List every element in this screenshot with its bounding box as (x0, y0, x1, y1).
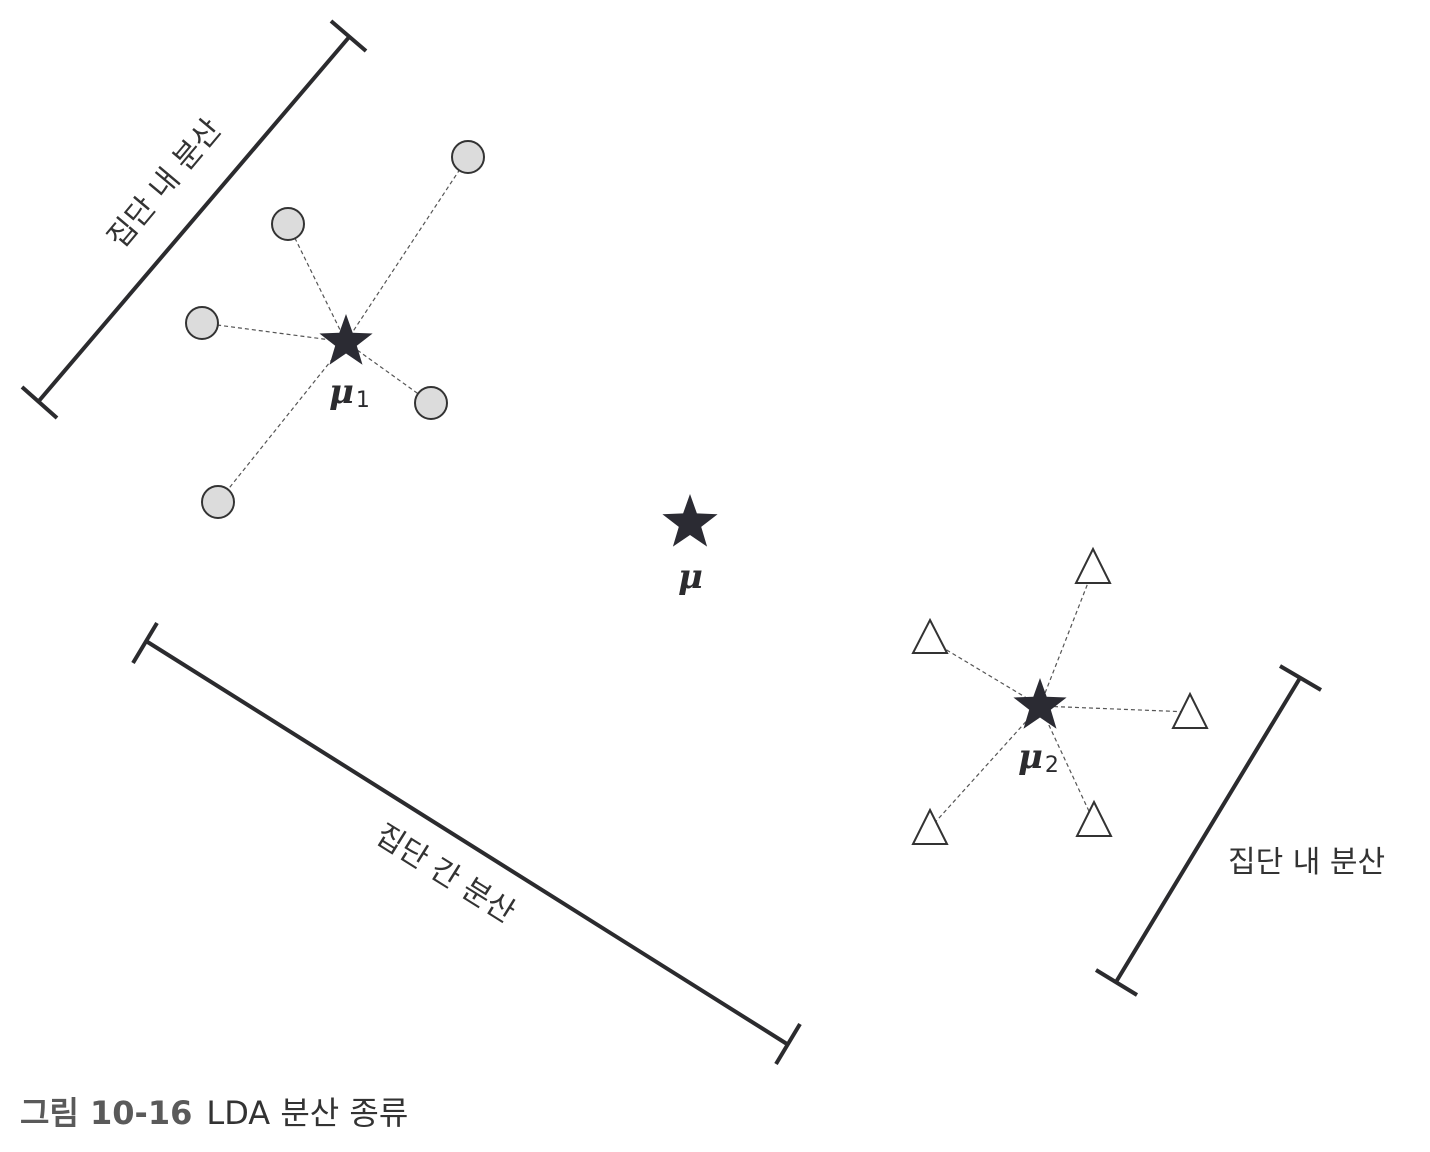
class2-point (911, 617, 949, 654)
figure-caption: 그림 10-16 LDA 분산 종류 (20, 1088, 408, 1134)
class2-links (929, 569, 1191, 829)
overall-mean-star-icon (662, 494, 718, 547)
class2-point (1171, 691, 1209, 729)
centroid-mu1-star-icon (319, 314, 373, 365)
figure-number: 그림 10-16 (20, 1094, 193, 1132)
between-variance-label: 집단 간 분산 (369, 817, 521, 930)
class1-point (201, 485, 235, 519)
class1-links (201, 156, 469, 503)
class2-point (1075, 799, 1113, 837)
within-variance-bracket-left (20, 19, 368, 420)
class1-point (414, 386, 448, 420)
lda-variance-diagram: 집단 내 분산 μ1 μ 집단 간 분산 μ2 (20, 19, 1385, 1066)
within-variance-label-left: 집단 내 분산 (101, 112, 229, 255)
class1-point (185, 306, 219, 340)
between-variance-bracket (131, 621, 802, 1066)
class2-point (911, 807, 949, 845)
class2-point (1074, 546, 1112, 584)
figure-caption-text: LDA 분산 종류 (206, 1094, 409, 1132)
class1-point (271, 207, 305, 241)
overall-mean-label: μ (678, 557, 703, 597)
centroid-mu1-label: μ1 (329, 372, 370, 413)
class1-point (451, 140, 485, 174)
centroid-mu2-label: μ2 (1018, 737, 1059, 778)
centroid-mu2-star-icon (1013, 678, 1067, 729)
within-variance-label-right: 집단 내 분산 (1228, 845, 1385, 880)
within-variance-bracket-right (1094, 664, 1323, 997)
